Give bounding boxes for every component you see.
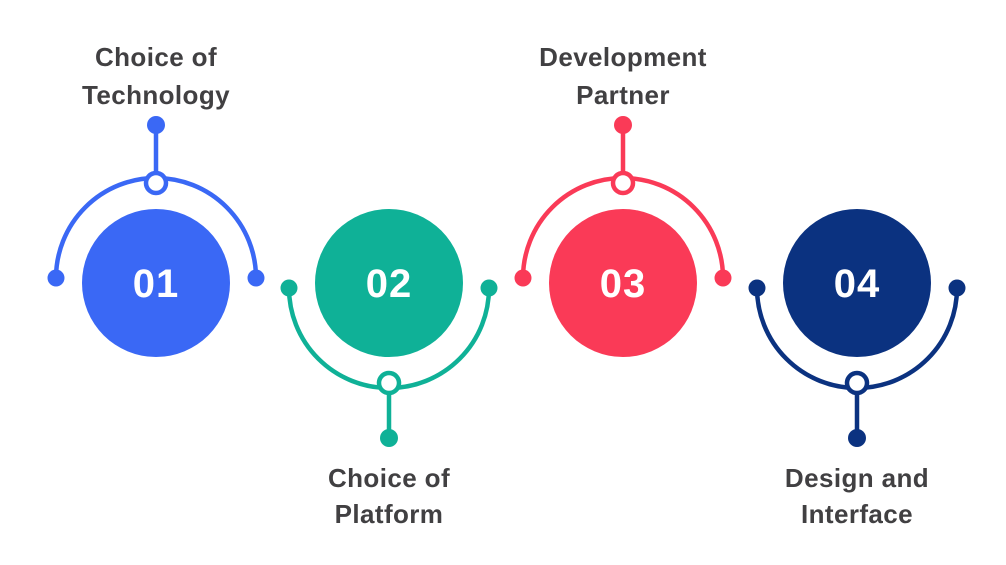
arc-end-dot-right (480, 279, 498, 297)
arc-end-dot-right (948, 279, 966, 297)
arc-joint-ring (143, 170, 169, 196)
arc-joint-ring (610, 170, 636, 196)
arc-end-dot-right (247, 269, 265, 287)
pointer-end-dot (147, 116, 165, 134)
step-label-line: Development (539, 42, 707, 72)
step-label-line: Technology (82, 80, 230, 110)
step-label-line: Platform (334, 499, 444, 529)
step-number: 04 (834, 262, 881, 306)
arc-end-dot-left (514, 269, 532, 287)
step-label-line: Choice of (327, 463, 451, 493)
pointer-end-dot (614, 116, 632, 134)
step-label-03: Development Partner (503, 38, 743, 114)
arc-end-dot-right (714, 269, 732, 287)
step-label-line: Interface (801, 499, 913, 529)
arc-joint-ring (376, 370, 402, 396)
step-circle (315, 209, 463, 357)
step-graphic-04: 04 (748, 209, 966, 447)
step-circle (82, 209, 230, 357)
step-label-line: Design and (784, 463, 930, 493)
step-label-line: Partner (576, 80, 670, 110)
step-label-02: Choice of Platform (269, 460, 509, 532)
arc-end-dot-left (47, 269, 65, 287)
step-circle (783, 209, 931, 357)
arc-end-dot-left (748, 279, 766, 297)
pointer-end-dot (380, 429, 398, 447)
step-graphic-01: 01 (47, 116, 265, 357)
step-label-04: Design and Interface (737, 460, 977, 532)
step-number: 02 (366, 262, 413, 306)
step-number: 01 (133, 262, 180, 306)
step-label-line: Choice of (94, 42, 218, 72)
arc-joint-ring (844, 370, 870, 396)
step-graphic-02: 02 (280, 209, 498, 447)
step-circle (549, 209, 697, 357)
step-label-01: Choice of Technology (36, 38, 276, 114)
arc-end-dot-left (280, 279, 298, 297)
step-number: 03 (600, 262, 647, 306)
pointer-end-dot (848, 429, 866, 447)
step-graphic-03: 03 (514, 116, 732, 357)
